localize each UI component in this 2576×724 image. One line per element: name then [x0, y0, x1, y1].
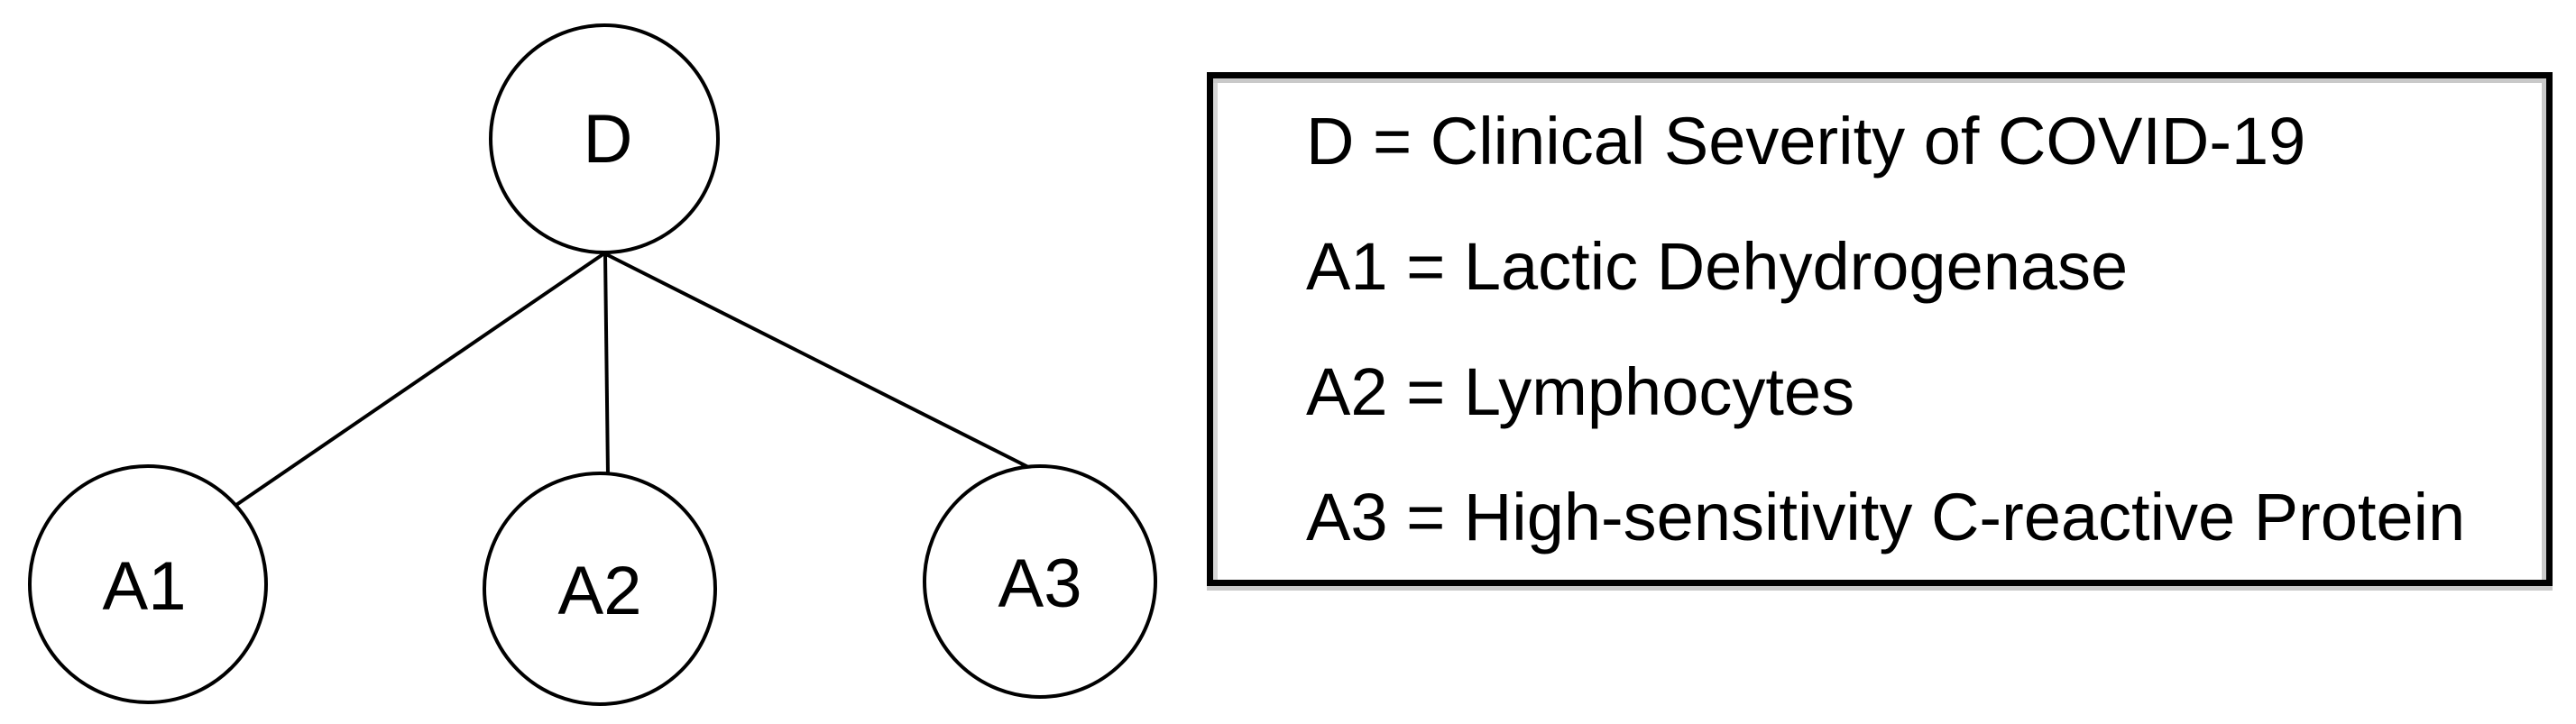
node-a2-label: A2	[558, 553, 642, 629]
node-a1-label: A1	[103, 548, 187, 625]
legend-item-a1: A1 = Lactic Dehydrogenase	[1306, 228, 2129, 304]
legend-item-a2: A2 = Lymphocytes	[1306, 353, 1855, 429]
legend-box: D = Clinical Severity of COVID-19 A1 = L…	[1207, 72, 2553, 586]
node-a2-circle	[483, 472, 717, 706]
edge-d-a1	[235, 252, 606, 507]
edge-d-a2	[603, 252, 610, 476]
legend-item-a3: A3 = High-sensitivity C-reactive Protein	[1306, 479, 2466, 554]
edge-d-a3	[603, 252, 1029, 469]
node-d-circle	[489, 23, 720, 254]
node-a1-circle	[28, 464, 268, 704]
node-a3-circle	[923, 464, 1157, 699]
node-a3-label: A3	[998, 545, 1082, 622]
legend-item-d: D = Clinical Severity of COVID-19	[1306, 103, 2306, 179]
node-d-label: D	[584, 101, 633, 178]
